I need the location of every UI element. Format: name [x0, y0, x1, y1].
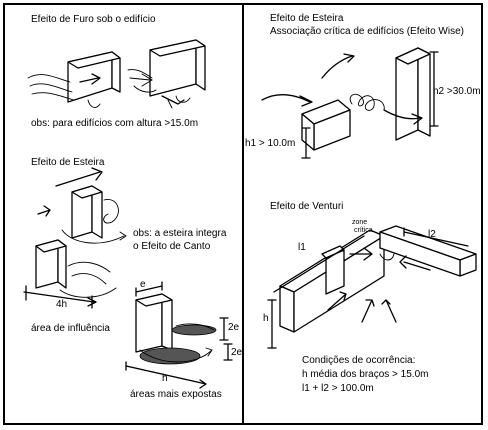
caption-expostas: áreas mais expostas — [130, 389, 222, 400]
zone-label-2: crítica — [354, 227, 373, 234]
label-l1: l1 — [298, 242, 306, 253]
esteira-right-subtitle: Associação crítica de edifícios (Efeito … — [270, 26, 464, 37]
venturi-arm-right — [379, 225, 477, 277]
esteira-left-note-2: o Efeito de Canto — [133, 241, 211, 252]
label-l2: l2 — [428, 229, 436, 240]
venturi-title: Efeito de Venturi — [270, 201, 344, 212]
wise-tall-building — [395, 47, 439, 141]
caption-influencia: área de influência — [31, 323, 110, 334]
condition-1: h média dos braços > 15.0m — [302, 369, 429, 380]
label-h-venturi: h — [263, 313, 269, 324]
wise-low-building — [301, 99, 351, 159]
panel-divider — [242, 3, 244, 425]
esteira-right-title: Efeito de Esteira — [270, 13, 344, 24]
wise-wind-flow — [261, 53, 423, 125]
condition-2: l1 + l2 > 100.0m — [302, 383, 374, 394]
dim-2e-b: 2e — [231, 347, 243, 358]
esteira-bottom-building — [125, 281, 233, 389]
esteira-mid-building — [23, 239, 117, 309]
esteira-left-title: Efeito de Esteira — [31, 157, 105, 168]
dim-4h: 4h — [56, 299, 68, 310]
furo-building-left — [27, 51, 121, 108]
venturi-arm-left — [267, 229, 385, 349]
conditions-title: Condições de ocorrência: — [302, 355, 416, 366]
zone-label-1: zone — [352, 219, 368, 226]
furo-title: Efeito de Furo sob o edifício — [31, 14, 156, 25]
esteira-top-building — [37, 167, 127, 244]
dim-2e-a: 2e — [228, 322, 240, 333]
esteira-left-note-1: obs: a esteira integra — [133, 228, 227, 239]
label-h1: h1 > 10.0m — [245, 138, 296, 149]
venturi-wind-arrows — [327, 247, 431, 323]
furo-note: obs: para edifícios com altura >15.0m — [31, 118, 199, 129]
dim-h-left: h — [162, 373, 168, 384]
furo-building-right — [127, 39, 206, 109]
label-h2: h2 >30.0m — [433, 86, 481, 97]
dim-e: e — [140, 279, 146, 290]
